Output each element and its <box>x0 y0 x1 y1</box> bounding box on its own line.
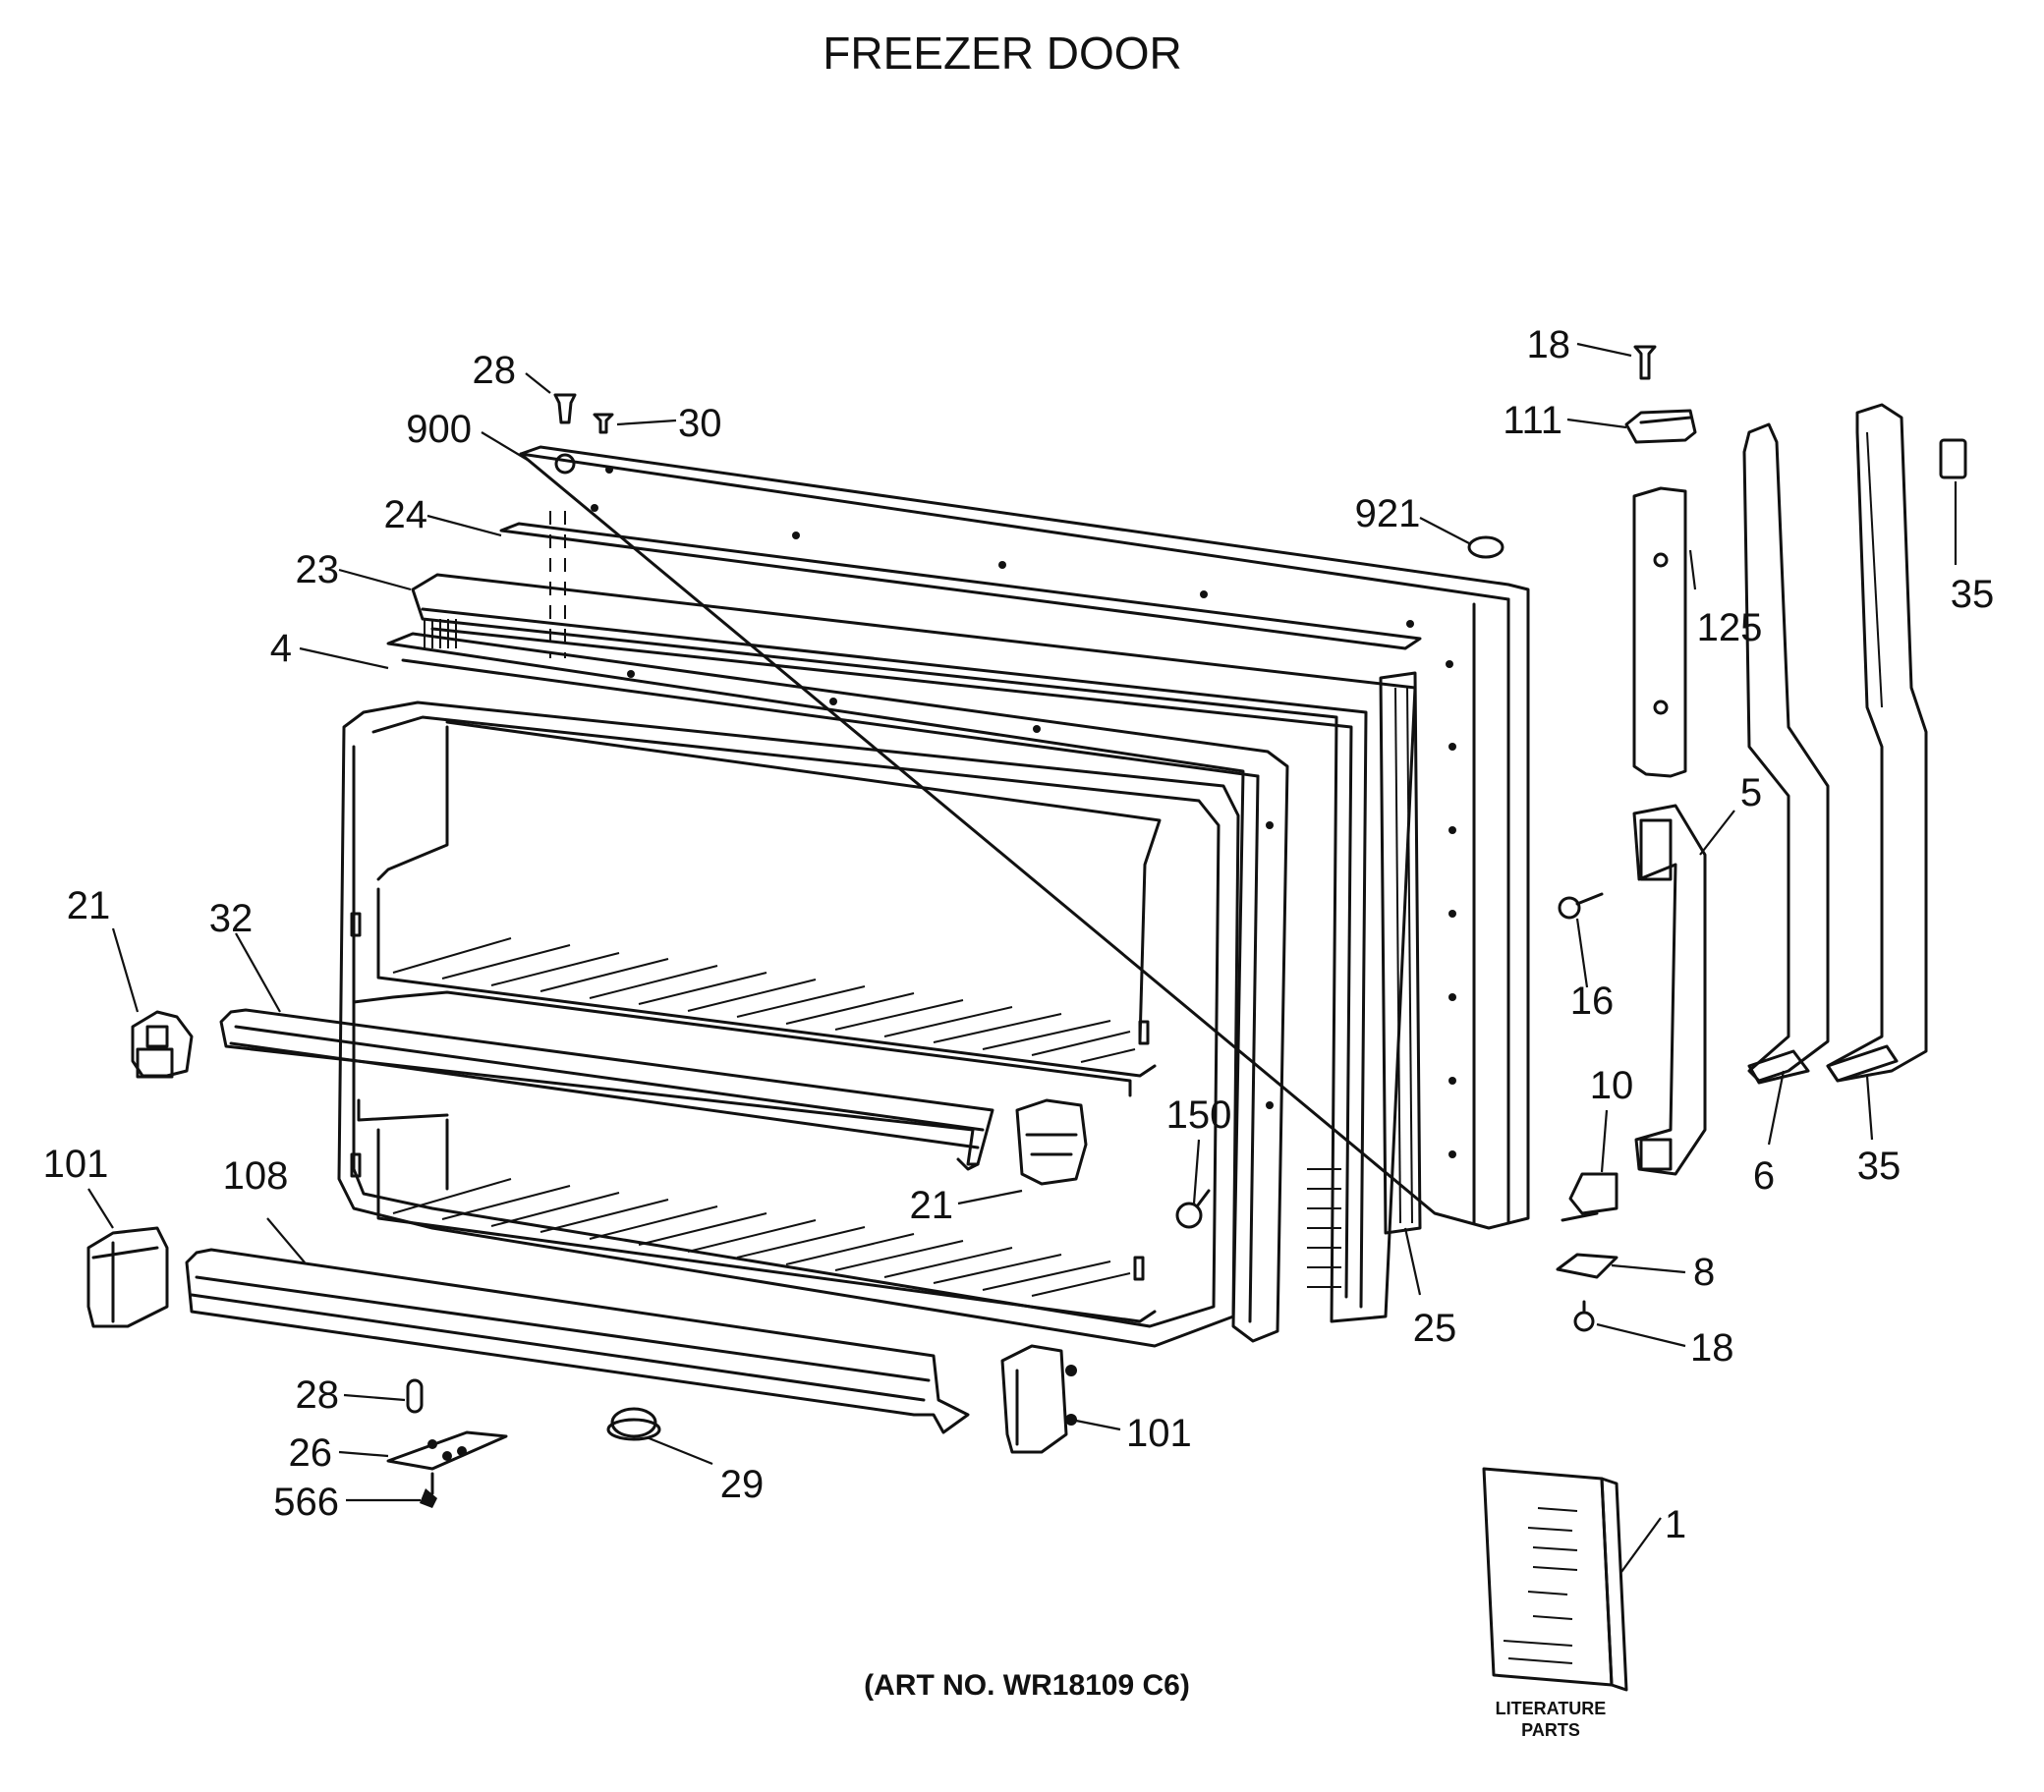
callout-21-left: 21 <box>67 884 111 927</box>
callout-900: 900 <box>406 408 472 451</box>
literature-caption-line-1: LITERATURE <box>1496 1699 1607 1718</box>
literature-book-part-1 <box>1482 1467 1628 1692</box>
diagram-title: FREEZER DOOR <box>823 28 1181 79</box>
screw-part-150 <box>1175 1189 1211 1229</box>
screw-part-18-bottom <box>1573 1300 1595 1332</box>
callout-21-mid: 21 <box>910 1184 954 1227</box>
callout-921: 921 <box>1355 492 1421 535</box>
gasket-part-23 <box>411 573 1417 1323</box>
callout-28-top: 28 <box>473 349 517 392</box>
callout-10: 10 <box>1590 1064 1634 1107</box>
callout-108: 108 <box>223 1154 289 1198</box>
plug-part-921 <box>1467 535 1505 559</box>
inner-door-liner <box>337 700 1240 1348</box>
callout-125: 125 <box>1697 606 1763 649</box>
screw-part-30 <box>593 413 614 434</box>
callout-35-right: 35 <box>1951 573 1995 616</box>
callout-8: 8 <box>1693 1251 1715 1294</box>
callout-29: 29 <box>720 1463 765 1506</box>
callout-30: 30 <box>678 402 722 445</box>
callout-25: 25 <box>1413 1307 1457 1350</box>
callout-1: 1 <box>1665 1503 1686 1546</box>
callout-111: 111 <box>1503 399 1562 442</box>
callout-24: 24 <box>384 493 428 536</box>
foot-part-29 <box>606 1407 661 1441</box>
callout-566: 566 <box>273 1481 339 1524</box>
end-cap-right-part-101 <box>1000 1344 1077 1454</box>
callout-18-bottom: 18 <box>1690 1326 1734 1370</box>
shelf-bracket-mid-part-21 <box>1015 1098 1088 1186</box>
callout-leader-lines <box>87 342 1958 1573</box>
lower-rail-part-108 <box>185 1248 970 1434</box>
handle-cap-part-35 <box>1939 438 1967 479</box>
callout-16: 16 <box>1570 980 1615 1023</box>
callout-26: 26 <box>289 1431 333 1475</box>
hinge-cap-part-111 <box>1624 409 1697 444</box>
callout-5: 5 <box>1740 771 1762 814</box>
liner-frame-part-4 <box>386 632 1289 1343</box>
handle-bracket-part-6 <box>1742 422 1830 1085</box>
callout-4: 4 <box>270 627 292 670</box>
top-trim-part-24 <box>499 522 1422 650</box>
callout-35-bottom: 35 <box>1857 1145 1902 1188</box>
shim-part-8 <box>1556 1253 1618 1279</box>
callout-150: 150 <box>1166 1093 1232 1137</box>
hinge-part-5 <box>1632 804 1707 1176</box>
callout-32: 32 <box>209 897 254 940</box>
shelf-rail-part-32 <box>219 1008 994 1171</box>
screw-part-566 <box>420 1472 437 1508</box>
handle-part-35 <box>1826 403 1928 1083</box>
callout-28-bottom: 28 <box>296 1373 340 1417</box>
literature-caption-line-2: PARTS <box>1521 1720 1580 1740</box>
art-number: (ART NO. WR18109 C6) <box>864 1669 1190 1702</box>
screw-part-28-bottom <box>406 1378 424 1414</box>
outer-door-panel-part-900 <box>519 445 1530 1230</box>
callout-23: 23 <box>296 548 340 591</box>
bracket-part-10 <box>1561 1172 1618 1222</box>
callout-18-top: 18 <box>1527 323 1571 366</box>
callout-101-left: 101 <box>43 1143 109 1186</box>
screw-part-16 <box>1558 892 1604 920</box>
hinge-plate-part-125 <box>1632 486 1687 778</box>
callout-6: 6 <box>1753 1154 1775 1198</box>
shelf-bracket-left-part-21 <box>131 1010 194 1079</box>
callout-101-right: 101 <box>1126 1412 1192 1455</box>
screw-part-18-top <box>1633 345 1657 380</box>
screw-part-28-top <box>553 393 577 424</box>
plate-part-26 <box>386 1430 508 1471</box>
seal-strip-part-25 <box>1379 671 1422 1235</box>
end-cap-left-part-101 <box>86 1226 169 1328</box>
